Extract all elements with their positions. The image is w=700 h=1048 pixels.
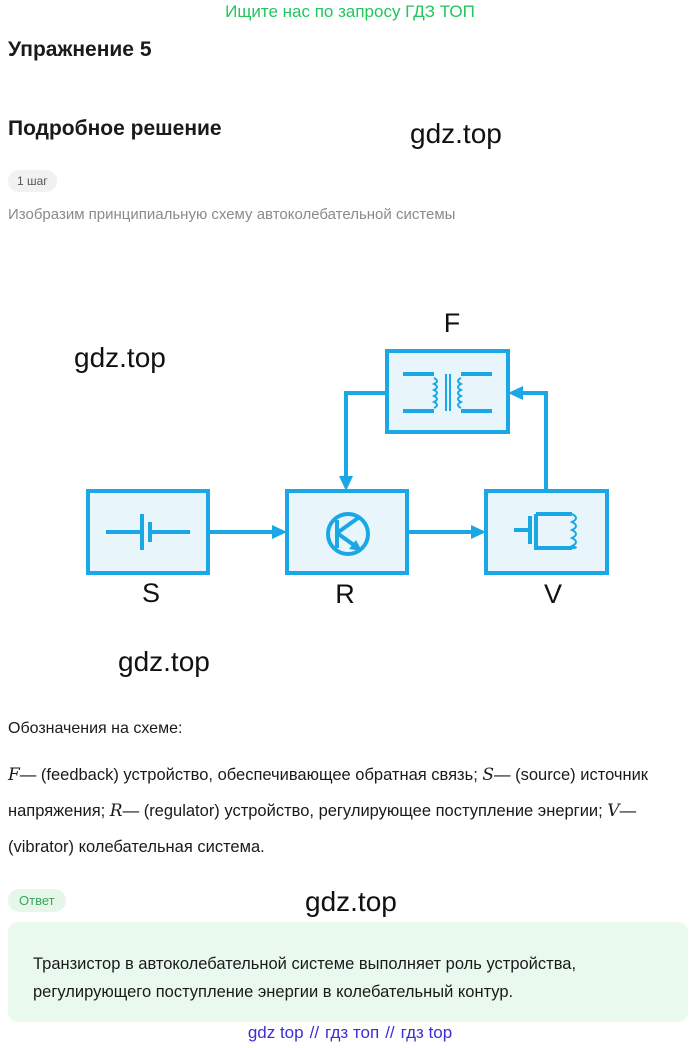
legend-s-text: — (source) источник напряжения; bbox=[8, 766, 649, 820]
feedback-block bbox=[385, 349, 510, 434]
footer-separator: // bbox=[385, 1023, 395, 1042]
footer-link[interactable]: gdz top bbox=[247, 1023, 304, 1042]
arrow-f-to-r bbox=[344, 391, 387, 478]
transformer-icon bbox=[403, 372, 492, 413]
vibrator-block bbox=[484, 489, 609, 575]
legend-v-text: — (vibrator) колебательная система. bbox=[8, 802, 637, 856]
arrow-v-to-f bbox=[521, 391, 548, 491]
answer-text: Транзистор в автоколебательной системе в… bbox=[33, 955, 577, 1001]
symbol-v: V bbox=[607, 801, 620, 821]
transistor-arrow-icon bbox=[349, 540, 362, 551]
legend-r-text: — (regulator) устройство, регулирующее п… bbox=[122, 802, 608, 820]
label-r: R bbox=[335, 579, 355, 609]
label-s: S bbox=[142, 578, 160, 608]
exercise-title: Упражнение 5 bbox=[8, 38, 152, 61]
answer-box: Транзистор в автоколебательной системе в… bbox=[8, 922, 688, 1022]
watermark: gdz.top bbox=[410, 118, 502, 149]
symbol-f: F bbox=[8, 765, 20, 785]
legend-title: Обозначения на схеме: bbox=[8, 720, 183, 737]
label-f: F bbox=[444, 308, 461, 338]
lc-circuit-icon bbox=[514, 512, 577, 550]
answer-badge: Ответ bbox=[8, 889, 66, 912]
solution-title: Подробное решение bbox=[8, 117, 222, 140]
watermark: gdz.top bbox=[118, 646, 210, 677]
self-oscillating-system-diagram: F S R V bbox=[86, 308, 609, 609]
footer-separator: // bbox=[309, 1023, 320, 1042]
label-v: V bbox=[544, 579, 562, 609]
search-banner: Ищите нас по запросу ГДЗ ТОП bbox=[225, 2, 475, 21]
legend-f-text: — (feedback) устройство, обеспечивающее … bbox=[19, 766, 483, 784]
legend-body: F— (feedback) устройство, обеспечивающее… bbox=[8, 757, 693, 865]
regulator-block bbox=[285, 489, 409, 575]
footer-links: gdz top // гдз топ // гдз top bbox=[0, 1023, 700, 1043]
arrowhead bbox=[272, 525, 287, 539]
footer-link[interactable]: гдз топ bbox=[325, 1023, 380, 1042]
footer-link[interactable]: гдз top bbox=[400, 1023, 453, 1042]
step-badge: 1 шаг bbox=[8, 170, 57, 192]
arrowhead bbox=[339, 476, 353, 491]
symbol-r: R bbox=[109, 801, 123, 821]
arrowhead bbox=[471, 525, 486, 539]
battery-icon bbox=[106, 514, 190, 550]
symbol-s: S bbox=[482, 765, 495, 785]
watermark: gdz.top bbox=[305, 886, 397, 917]
arrowhead bbox=[508, 386, 523, 400]
watermark: gdz.top bbox=[74, 342, 166, 373]
step-description: Изобразим принципиальную схему автоколеб… bbox=[8, 206, 456, 223]
